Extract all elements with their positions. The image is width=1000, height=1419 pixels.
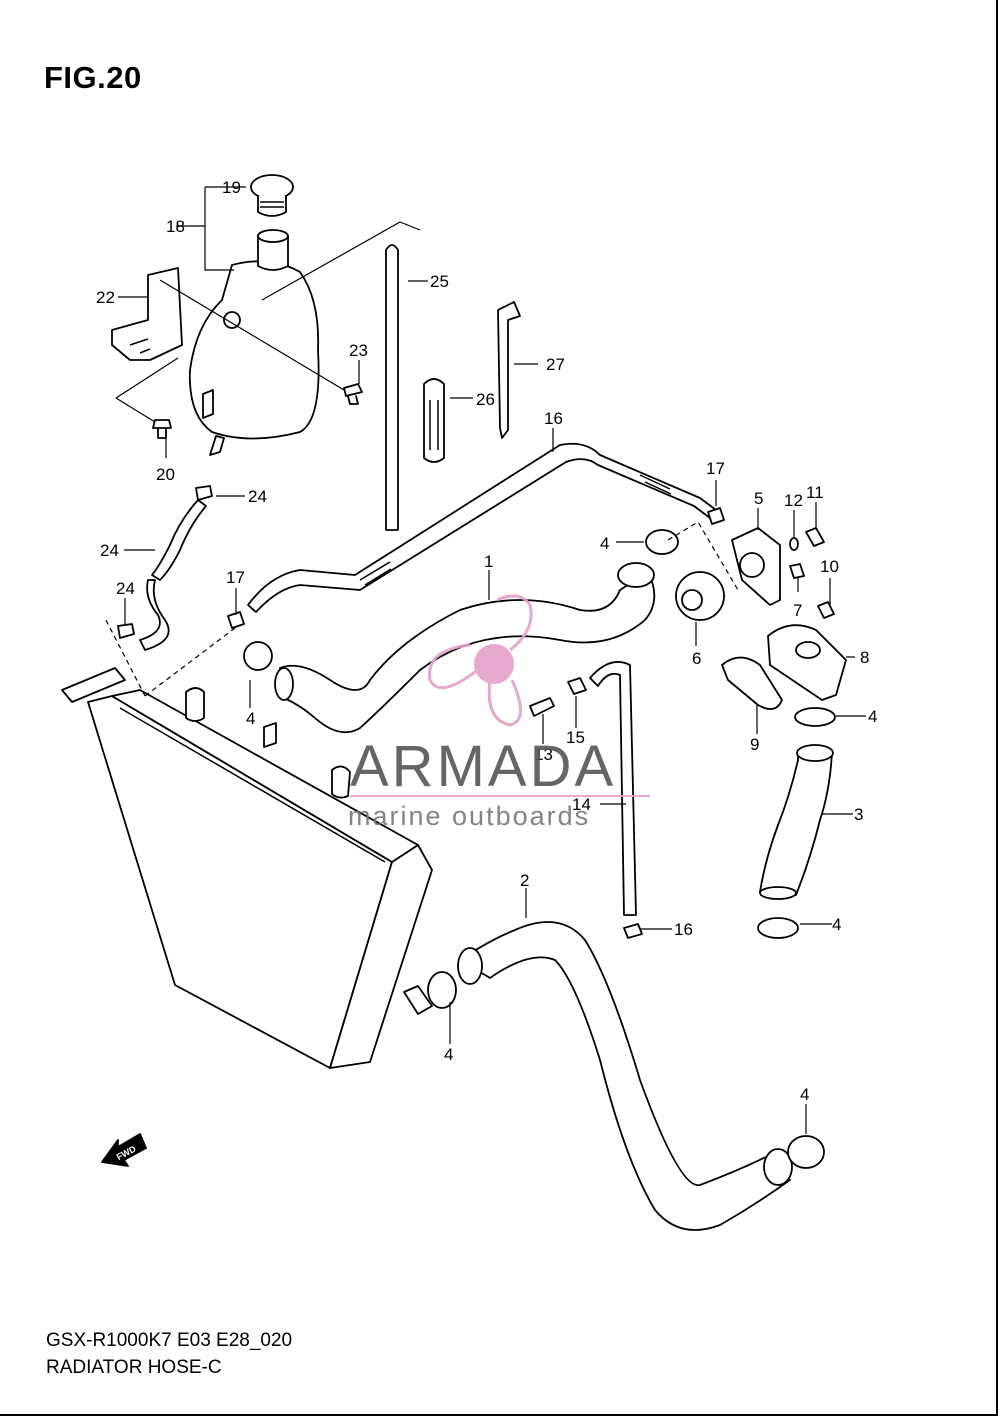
callout-4-thermo: 4	[600, 534, 609, 553]
callout-25: 25	[430, 272, 449, 291]
callout-13: 13	[534, 745, 553, 764]
callout-12: 12	[784, 491, 803, 510]
thermostat-housing[interactable]	[731, 527, 781, 606]
small-hose[interactable]	[589, 661, 637, 916]
tank-bracket[interactable]	[111, 267, 183, 361]
radiator-outlet-hose[interactable]	[457, 921, 793, 1231]
callout-7: 7	[793, 601, 802, 620]
callout-15: 15	[566, 728, 585, 747]
callout-19: 19	[222, 178, 241, 197]
callout-4-rad-bottom: 4	[444, 1045, 453, 1064]
callout-22: 23	[349, 341, 368, 360]
radiator[interactable]	[61, 667, 433, 1069]
callout-6: 6	[692, 649, 701, 668]
diagram-name: RADIATOR HOSE-C	[46, 1357, 222, 1378]
model-code: GSX-R1000K7 E03 E28_020	[46, 1330, 293, 1351]
figure-title: FIG.20	[44, 60, 142, 95]
callout-10: 10	[820, 557, 839, 576]
thermostat-cover[interactable]	[767, 624, 847, 701]
reservoir-tank[interactable]	[188, 229, 320, 456]
watermark-tagline: marine outboards	[348, 801, 590, 831]
callout-3: 3	[854, 805, 863, 824]
callout-8: 8	[860, 648, 869, 667]
callout-16-lower: 16	[674, 920, 693, 939]
callout-17-left: 17	[226, 568, 245, 587]
callout-24-upper: 24	[248, 487, 267, 506]
callout-2: 2	[520, 871, 529, 890]
leader-lines	[105, 186, 866, 1134]
callout-5: 5	[754, 489, 763, 508]
callout-11: 11	[806, 483, 824, 502]
watermark-brand: ARMADA	[350, 734, 616, 799]
thermostat[interactable]	[675, 571, 725, 621]
cable-tie[interactable]	[497, 301, 521, 439]
callout-labels: 19 18 22 25 23 27 26 16 20 24 17 5 12 11…	[96, 178, 877, 1104]
bolts[interactable]	[152, 383, 835, 619]
hose-clamps-large[interactable]	[243, 529, 836, 1169]
hose-clamp-small[interactable]	[117, 485, 213, 639]
callout-1: 1	[484, 552, 493, 571]
callout-18: 18	[166, 217, 185, 236]
callout-4-hose2: 4	[800, 1085, 809, 1104]
overflow-hose[interactable]	[385, 244, 399, 531]
callout-20: 20	[156, 465, 175, 484]
thermostat-outlet-hose[interactable]	[759, 744, 834, 900]
callout-9: 9	[750, 735, 759, 754]
o-ring[interactable]	[721, 656, 783, 710]
callout-27: 27	[546, 355, 565, 374]
reservoir-cap[interactable]	[250, 174, 294, 217]
callout-21: 22	[96, 288, 115, 307]
callout-26: 26	[476, 390, 495, 409]
callout-16-upper: 16	[544, 409, 563, 428]
callout-23: 24	[100, 541, 119, 560]
callout-4-rad-top: 4	[246, 709, 255, 728]
callout-24-lower: 24	[116, 579, 135, 598]
washer[interactable]	[789, 537, 799, 551]
callout-14: 14	[572, 795, 591, 814]
callout-4-hose3: 4	[832, 915, 841, 934]
radiator-inlet-hose[interactable]	[274, 562, 656, 734]
callout-17-right: 17	[706, 459, 725, 478]
reservoir-hose[interactable]	[139, 499, 207, 651]
callout-4-cover: 4	[868, 707, 877, 726]
hose-clip[interactable]	[423, 378, 445, 463]
fwd-arrow: FWD	[101, 1133, 147, 1167]
armada-watermark: ARMADA marine outboards	[348, 594, 650, 831]
propeller-logo-icon	[428, 594, 533, 727]
